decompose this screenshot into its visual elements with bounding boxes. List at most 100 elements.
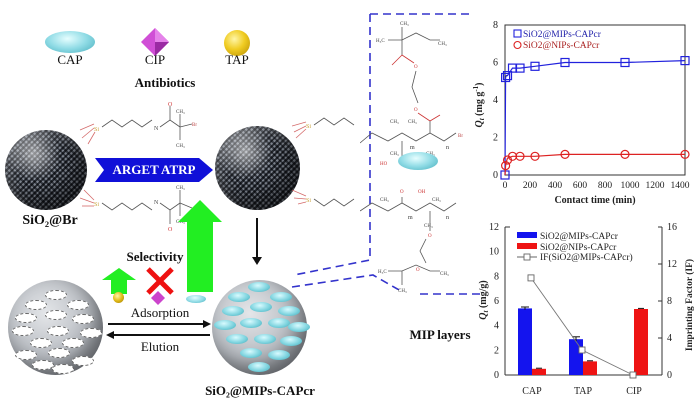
svg-text:200: 200 bbox=[523, 181, 538, 191]
svg-text:CH₃: CH₃ bbox=[400, 22, 409, 27]
svg-text:O: O bbox=[428, 234, 432, 239]
cavity bbox=[45, 290, 67, 300]
svg-text:CAP: CAP bbox=[522, 386, 542, 397]
svg-text:8: 8 bbox=[493, 20, 498, 31]
svg-text:O: O bbox=[414, 108, 418, 113]
svg-text:N: N bbox=[154, 126, 159, 132]
bound-cap bbox=[250, 302, 272, 312]
grafted-chains: Si Si bbox=[292, 117, 355, 207]
bound-cap bbox=[240, 318, 262, 328]
cavity bbox=[30, 338, 52, 348]
cap-template-in-mip bbox=[398, 152, 438, 170]
svg-text:CIP: CIP bbox=[626, 386, 642, 397]
bound-cap bbox=[278, 306, 300, 316]
antibiotics-title: Antibiotics bbox=[134, 75, 196, 90]
svg-text:IF(SiO2@MIPs-CAPcr): IF(SiO2@MIPs-CAPcr) bbox=[540, 252, 633, 263]
legend-tap-shape bbox=[224, 30, 250, 56]
green-up-arrow-large bbox=[178, 200, 222, 292]
legend-cip-label: CIP bbox=[144, 52, 166, 67]
svg-text:O: O bbox=[168, 227, 173, 233]
cavity bbox=[72, 314, 94, 324]
svg-text:Contact time (min): Contact time (min) bbox=[554, 195, 635, 206]
svg-text:Si: Si bbox=[306, 124, 311, 130]
svg-text:8: 8 bbox=[667, 296, 672, 307]
svg-text:4: 4 bbox=[493, 95, 498, 106]
legend-cap-shape bbox=[45, 31, 95, 53]
bound-cap bbox=[240, 348, 262, 358]
cavity bbox=[72, 356, 94, 366]
svg-text:TAP: TAP bbox=[574, 386, 593, 397]
svg-text:12: 12 bbox=[667, 259, 677, 270]
svg-text:m: m bbox=[410, 145, 415, 151]
green-up-arrow-small bbox=[102, 268, 136, 294]
svg-text:0: 0 bbox=[493, 170, 498, 181]
bound-cap bbox=[248, 282, 270, 292]
svg-text:2: 2 bbox=[493, 133, 498, 144]
svg-text:SiO2@NIPs-CAPcr: SiO2@NIPs-CAPcr bbox=[540, 243, 617, 253]
svg-text:1200: 1200 bbox=[646, 181, 665, 191]
elution-label: Elution bbox=[140, 339, 180, 354]
svg-text:Si: Si bbox=[94, 127, 99, 133]
cavity bbox=[62, 338, 84, 348]
adsorption-arrowhead bbox=[203, 320, 211, 328]
cavity bbox=[48, 348, 70, 358]
cavity bbox=[67, 300, 89, 310]
mip-layers-label: MIP layers bbox=[409, 327, 471, 342]
svg-text:CH₃: CH₃ bbox=[432, 198, 441, 203]
bound-cap bbox=[226, 334, 248, 344]
svg-text:CH₃: CH₃ bbox=[438, 42, 447, 47]
cavity bbox=[32, 360, 54, 370]
bound-cap bbox=[214, 320, 236, 330]
mip-dashed-callout-bottom bbox=[420, 293, 480, 295]
svg-text:n: n bbox=[446, 145, 449, 151]
legend-cap-label: CAP bbox=[57, 52, 83, 67]
adsorption-arrow bbox=[108, 323, 208, 325]
cavity bbox=[80, 328, 102, 338]
cip-molecule-small bbox=[151, 291, 165, 305]
svg-text:2: 2 bbox=[494, 345, 499, 356]
svg-text:OH: OH bbox=[418, 190, 426, 195]
svg-text:800: 800 bbox=[598, 181, 613, 191]
svg-text:CH₃: CH₃ bbox=[176, 144, 185, 149]
bound-cap bbox=[248, 362, 270, 372]
svg-text:CH₃: CH₃ bbox=[408, 120, 417, 125]
down-arrowhead bbox=[252, 257, 262, 265]
svg-text:4: 4 bbox=[667, 333, 672, 344]
sio2-br-label: SiO₂@Br bbox=[22, 213, 78, 228]
svg-text:12: 12 bbox=[489, 222, 499, 233]
elution-arrowhead bbox=[106, 331, 114, 339]
svg-text:CH₃: CH₃ bbox=[380, 198, 389, 203]
grafted-sphere bbox=[215, 126, 300, 210]
bound-cap bbox=[288, 322, 310, 332]
svg-text:O: O bbox=[414, 65, 418, 70]
mip-polymer-structure: CH₃ H₃C CH₃ O O Br CH₃ CH₃ CH₃ CH₃ m n H… bbox=[360, 22, 463, 294]
cavity bbox=[15, 313, 37, 323]
svg-text:SiO2@MIPs-CAPcr: SiO2@MIPs-CAPcr bbox=[540, 232, 619, 242]
svg-text:CH₃: CH₃ bbox=[390, 152, 399, 157]
svg-text:CH₃: CH₃ bbox=[398, 289, 407, 294]
svg-text:m: m bbox=[408, 215, 413, 221]
legend-tap-label: TAP bbox=[225, 52, 249, 67]
svg-text:Imprinting Factor (IF): Imprinting Factor (IF) bbox=[684, 259, 695, 351]
svg-text:6: 6 bbox=[494, 296, 499, 307]
cavity bbox=[12, 326, 34, 336]
bound-cap bbox=[222, 306, 244, 316]
svg-text:HO: HO bbox=[380, 162, 388, 167]
svg-text:Qt (mg g-1): Qt (mg g-1) bbox=[472, 82, 486, 127]
selectivity-bar-chart: 0 2 4 6 8 10 12 0 4 8 12 16 Qt (mg/g) Im… bbox=[470, 210, 700, 408]
svg-text:SiO2@NIPs-CAPcr: SiO2@NIPs-CAPcr bbox=[523, 41, 600, 51]
tap-molecule-small bbox=[113, 292, 124, 303]
bound-cap bbox=[228, 292, 250, 302]
svg-text:CH₃: CH₃ bbox=[176, 186, 185, 191]
svg-text:Si: Si bbox=[94, 202, 99, 208]
svg-text:H₃C: H₃C bbox=[376, 39, 385, 44]
svg-text:O: O bbox=[416, 268, 420, 273]
cavity bbox=[52, 364, 74, 374]
svg-text:16: 16 bbox=[667, 222, 677, 233]
svg-text:0: 0 bbox=[503, 181, 508, 191]
bound-cap bbox=[270, 292, 292, 302]
svg-text:O: O bbox=[168, 102, 173, 108]
svg-text:6: 6 bbox=[493, 58, 498, 69]
bound-cap bbox=[268, 350, 290, 360]
bound-cap bbox=[268, 318, 290, 328]
